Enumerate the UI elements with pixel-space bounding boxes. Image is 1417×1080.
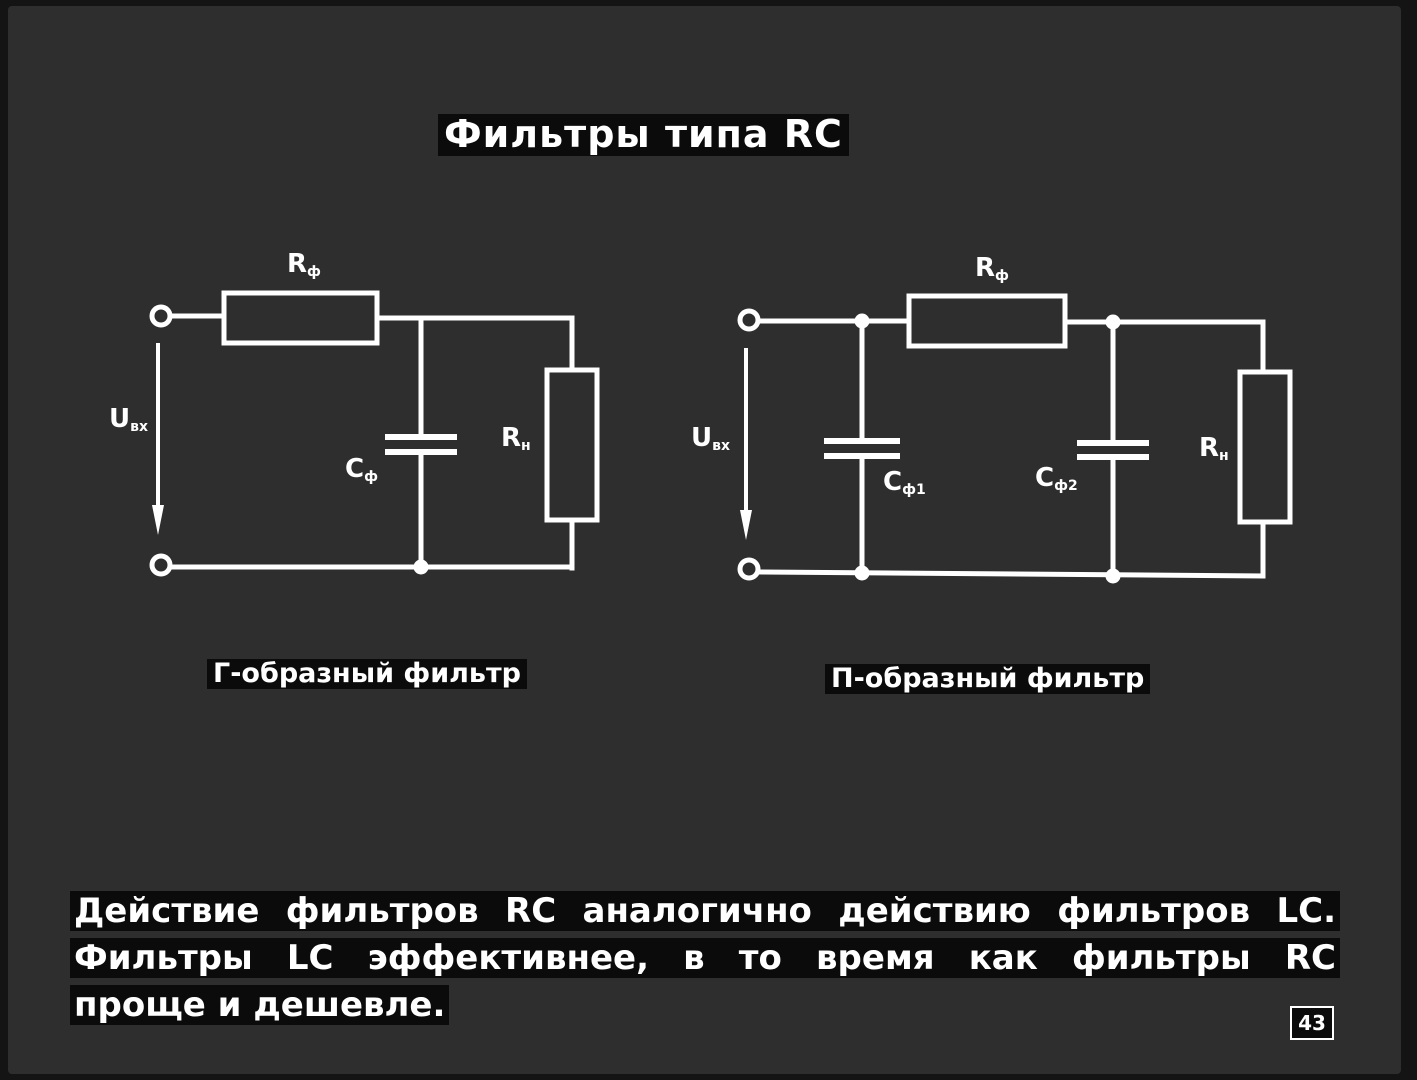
right-label-cf1: Cф1 <box>883 467 926 498</box>
body-paragraph: Действие фильтров RC аналогично действию… <box>70 888 1340 1029</box>
right-circuit-caption: П-образный фильтр <box>825 664 1151 694</box>
slide-title: Фильтры типа RC <box>438 113 849 156</box>
right-junction-c1-bottom <box>854 565 870 581</box>
right-resistor-rn <box>1237 369 1293 525</box>
body-line-3: проще и дешевле. <box>70 982 1340 1029</box>
left-label-uin: Uвх <box>109 404 149 435</box>
body-line-1: Действие фильтров RC аналогично действию… <box>70 888 1340 935</box>
right-label-rn: Rн <box>1199 433 1229 464</box>
page-number: 43 <box>1290 1006 1334 1040</box>
right-label-cf2: Cф2 <box>1035 463 1078 494</box>
right-junction-c1-top <box>854 313 870 329</box>
left-label-rf: Rф <box>287 249 321 280</box>
right-input-terminal-top <box>737 308 761 332</box>
right-label-uin: Uвх <box>691 423 731 454</box>
left-circuit <box>149 290 600 577</box>
left-label-rn: Rн <box>501 423 531 454</box>
left-junction-bottom <box>413 559 429 575</box>
right-label-rf: Rф <box>975 253 1009 284</box>
left-input-terminal-top <box>149 304 173 328</box>
right-junction-c2-top <box>1105 314 1121 330</box>
right-input-terminal-bottom <box>737 557 761 581</box>
right-circuit <box>737 293 1293 584</box>
left-circuit-caption: Г-образный фильтр <box>207 659 527 689</box>
body-line-2: Фильтры LC эффективнее, в то время как ф… <box>70 935 1340 982</box>
right-resistor-rf <box>906 293 1068 349</box>
left-label-cf: Cф <box>345 454 378 485</box>
right-junction-c2-bottom <box>1105 568 1121 584</box>
left-resistor-rn <box>544 367 600 523</box>
left-resistor-rf <box>221 290 380 346</box>
left-input-terminal-bottom <box>149 553 173 577</box>
